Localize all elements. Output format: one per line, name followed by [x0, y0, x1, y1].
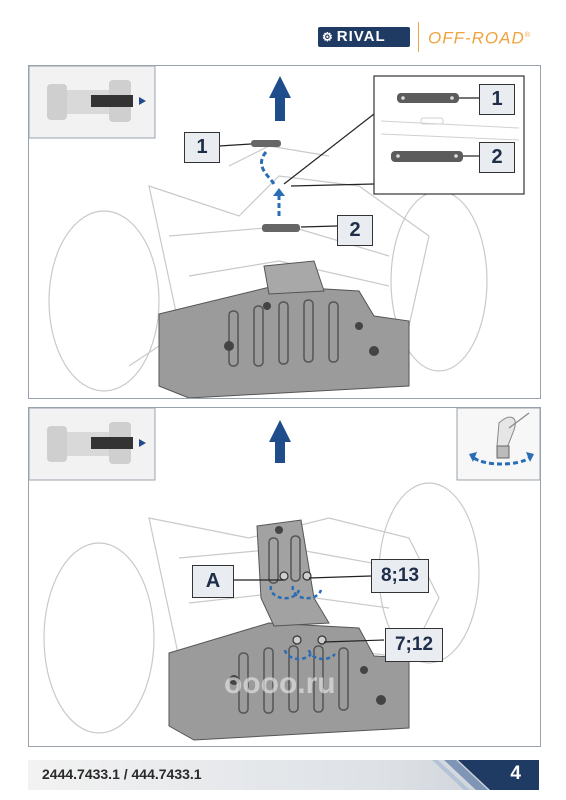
part-numbers: 2444.7433.1 / 444.7433.1: [42, 766, 202, 782]
vehicle-orientation-thumbnail-2: [29, 408, 156, 481]
vehicle-orientation-thumbnail: [29, 66, 156, 139]
skid-plate-2: [168, 519, 410, 741]
step-2-illustration: oooo.ru: [29, 408, 540, 741]
inset-part-2: [391, 151, 463, 162]
logo-divider: [418, 22, 419, 52]
callout-part-2-label: 2: [349, 219, 361, 241]
page-footer: 2444.7433.1 / 444.7433.1 4: [28, 760, 539, 790]
brand-logo-text: RIVAL: [336, 28, 386, 45]
callout-part-1-label: 1: [196, 136, 208, 158]
inset-part-1: [397, 93, 459, 103]
inset-callout-part-1-label: 1: [491, 88, 503, 110]
callout-fasteners-upper-label: 8;13: [380, 565, 420, 586]
inset-callout-part-2-label: 2: [491, 146, 503, 168]
step-1-illustration: [29, 66, 525, 398]
part-2-arrowhead: [273, 188, 285, 196]
tighten-by-hand-icon: [456, 408, 540, 481]
skid-plate: [158, 260, 410, 398]
brand-subline-text: OFF-ROAD: [428, 28, 525, 48]
inset-callout-part-1: 1: [479, 84, 515, 115]
watermark: oooo.ru: [224, 667, 336, 700]
callout-point-a-label: A: [205, 570, 221, 592]
callout-fasteners-upper: 8;13: [371, 559, 429, 593]
trademark-mark: ®: [524, 32, 531, 39]
callout-fasteners-lower-label: 7;12: [394, 634, 434, 655]
rival-logo: ⚙RIVAL: [318, 27, 410, 47]
footer-band: [28, 760, 539, 790]
callout-part-2: 2: [337, 215, 373, 246]
callout-fasteners-lower: 7;12: [385, 628, 443, 662]
installation-step-panel-2: oooo.ru A 8;13 7;12: [28, 407, 541, 747]
callout-point-a: A: [192, 565, 234, 598]
forward-direction-arrow-icon: [269, 76, 291, 121]
inset-callout-part-2: 2: [479, 142, 515, 173]
brand-subline: OFF-ROAD®: [428, 26, 531, 49]
rival-emblem-icon: ⚙: [322, 30, 334, 44]
callout-part-1: 1: [184, 132, 220, 163]
part-1-plate: [251, 140, 281, 147]
forward-direction-arrow-icon-2: [269, 420, 291, 463]
installation-step-panel-1: 1 2 1 2: [28, 65, 541, 399]
part-2-plate: [262, 224, 300, 232]
page-number: 4: [510, 763, 521, 784]
part-1-insert-path: [259, 151, 276, 185]
